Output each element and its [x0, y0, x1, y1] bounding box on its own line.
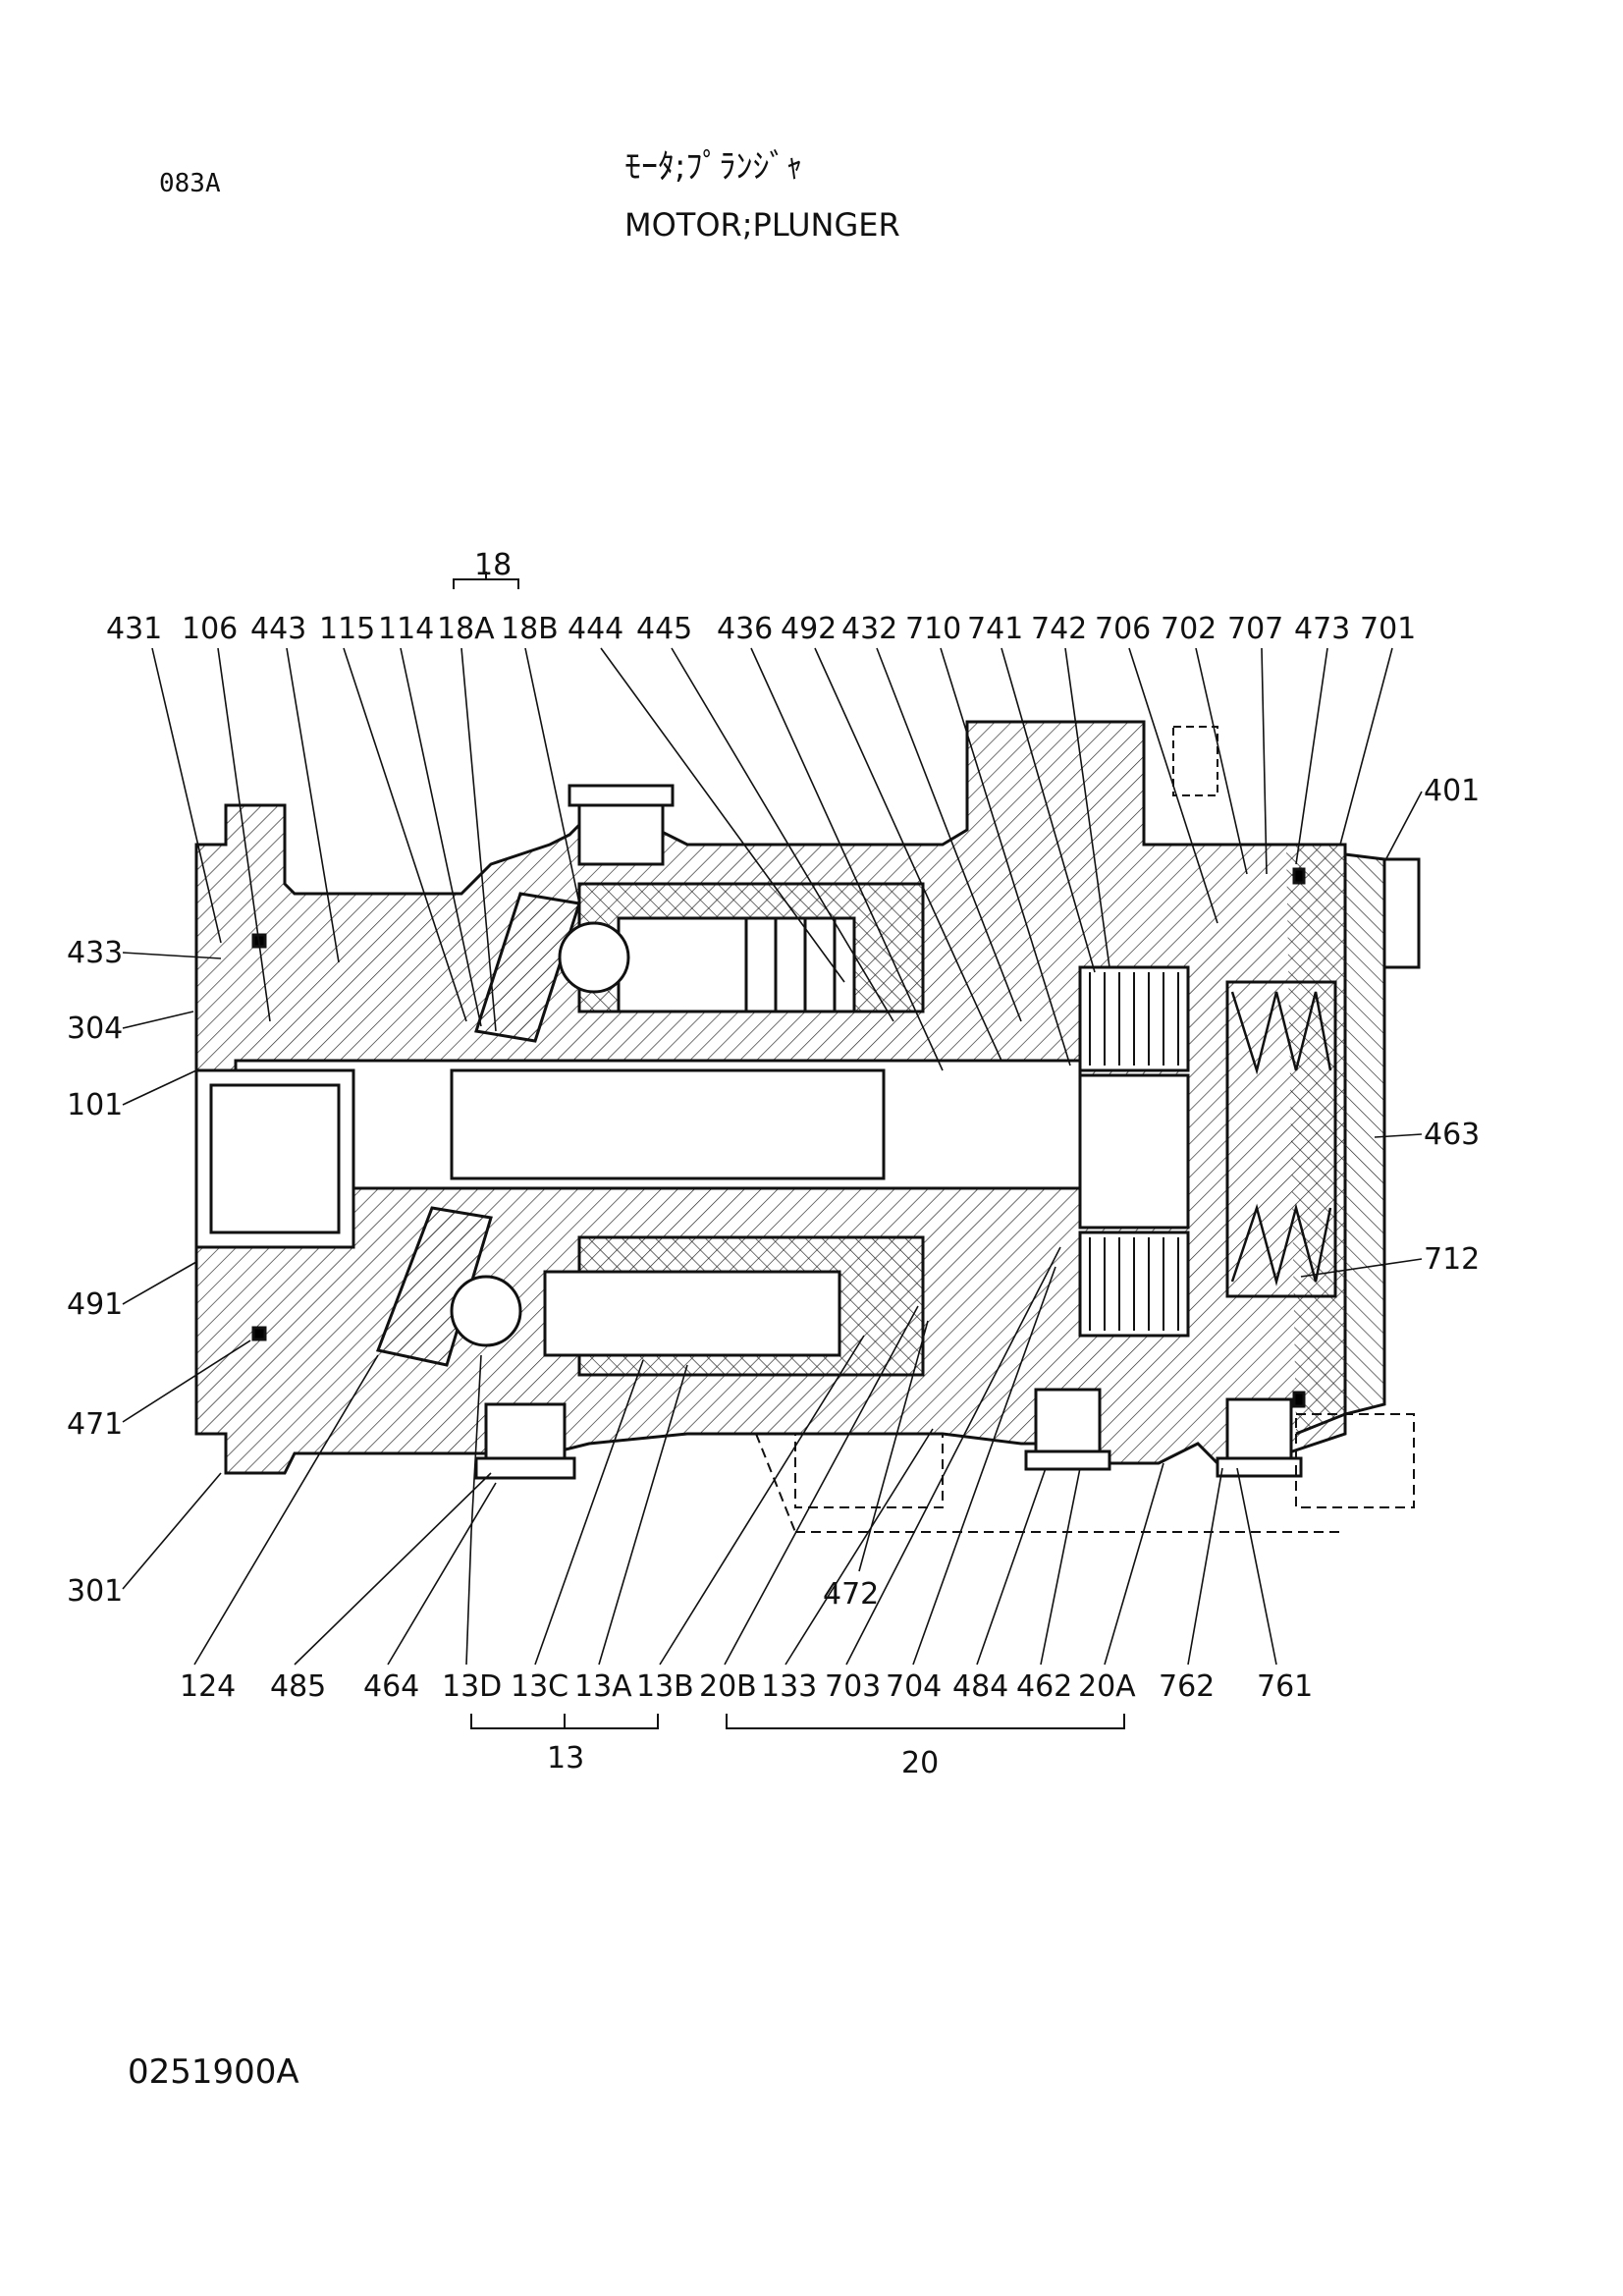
- part-label: 18B: [501, 612, 559, 646]
- part-label: 101: [67, 1088, 123, 1122]
- part-label: 471: [67, 1407, 123, 1442]
- part-label: 463: [1424, 1118, 1480, 1152]
- group-brackets: [453, 572, 1125, 1729]
- part-label: 301: [67, 1574, 123, 1609]
- part-label: 462: [1016, 1669, 1072, 1704]
- part-label: 13D: [442, 1669, 502, 1704]
- part-label: 20B: [699, 1669, 757, 1704]
- part-label: 106: [182, 612, 238, 646]
- right-labels: 401 463 712: [1424, 774, 1480, 1277]
- part-label: 432: [841, 612, 897, 646]
- part-label: 13A: [574, 1669, 632, 1704]
- part-label: 485: [270, 1669, 326, 1704]
- part-label: 444: [568, 612, 623, 646]
- part-label: 472: [823, 1577, 879, 1612]
- drawing-number: 0251900A: [128, 2052, 299, 2092]
- part-label: 473: [1294, 612, 1350, 646]
- title-japanese: ﾓｰﾀ;ﾌﾟﾗﾝｼﾞｬ: [624, 147, 803, 187]
- part-label: 304: [67, 1011, 123, 1046]
- part-label: 401: [1424, 774, 1480, 808]
- part-label: 20A: [1078, 1669, 1136, 1704]
- title-english: MOTOR;PLUNGER: [624, 206, 900, 244]
- group-label-20: 20: [901, 1746, 939, 1780]
- part-label: 124: [180, 1669, 236, 1704]
- part-label: 712: [1424, 1242, 1480, 1277]
- part-label: 433: [67, 936, 123, 970]
- part-label: 431: [106, 612, 162, 646]
- part-label: 133: [761, 1669, 817, 1704]
- part-label: 706: [1095, 612, 1151, 646]
- part-label: 445: [636, 612, 692, 646]
- bottom-labels: 124 485 464 13D 13C 13A 13B 20B 133 703 …: [180, 1669, 1313, 1704]
- group-label-18: 18: [474, 548, 512, 582]
- part-label: 703: [825, 1669, 881, 1704]
- part-label: 492: [781, 612, 837, 646]
- part-label: 115: [319, 612, 375, 646]
- part-label: 741: [967, 612, 1023, 646]
- part-label: 443: [250, 612, 306, 646]
- part-label: 701: [1360, 612, 1416, 646]
- left-labels: 433 304 101 491 471 301: [67, 936, 123, 1609]
- part-label: 491: [67, 1287, 123, 1322]
- page-code: 083A: [159, 169, 221, 198]
- group-label-13: 13: [547, 1741, 584, 1776]
- part-label: 464: [363, 1669, 419, 1704]
- part-label: 761: [1257, 1669, 1313, 1704]
- motor-body: [194, 720, 1421, 1533]
- leader-lines: [122, 647, 1423, 1666]
- part-label: 13C: [511, 1669, 568, 1704]
- part-label: 18A: [437, 612, 495, 646]
- part-label: 436: [717, 612, 773, 646]
- part-label: 762: [1159, 1669, 1215, 1704]
- top-labels: 431 106 443 115 114 18A 18B 444 445 436 …: [106, 612, 1416, 646]
- part-label: 707: [1227, 612, 1283, 646]
- part-label: 702: [1161, 612, 1217, 646]
- part-label: 710: [905, 612, 961, 646]
- part-label: 742: [1031, 612, 1087, 646]
- part-label: 704: [886, 1669, 942, 1704]
- part-label: 114: [378, 612, 434, 646]
- part-label: 484: [952, 1669, 1008, 1704]
- part-label: 13B: [636, 1669, 694, 1704]
